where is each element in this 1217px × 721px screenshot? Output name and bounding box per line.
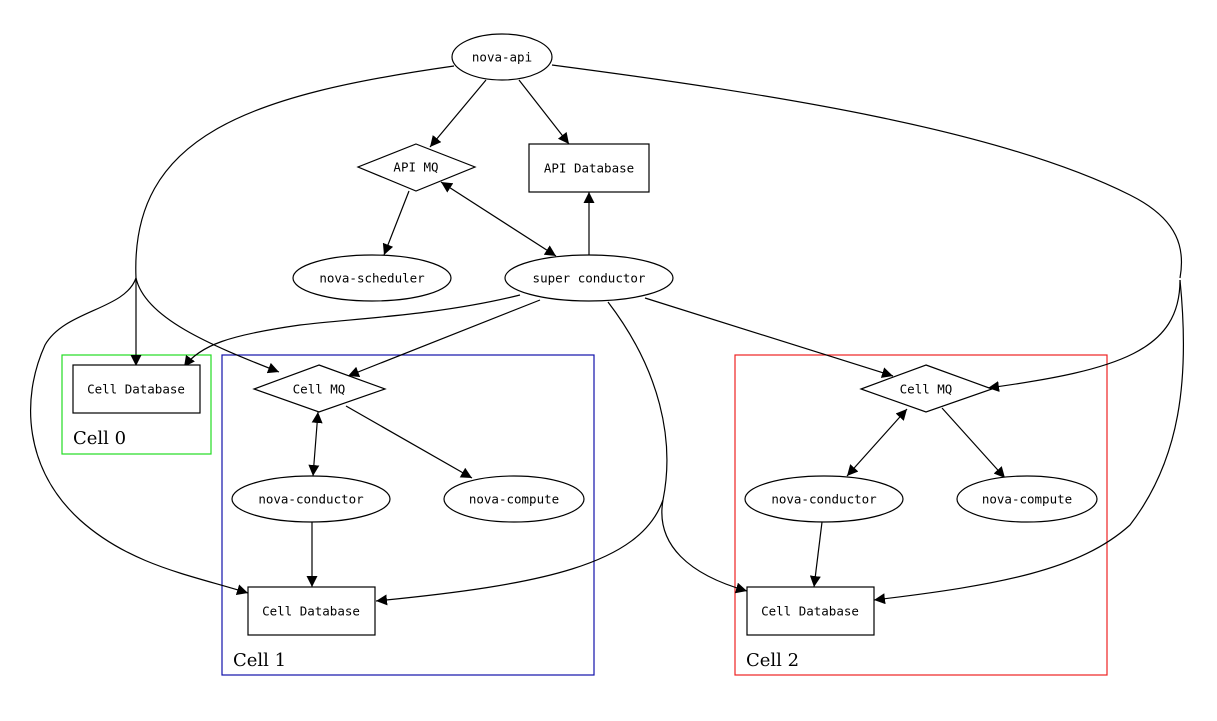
node-nova-api: nova-api [451,33,553,81]
cell-2-label: Cell 2 [746,650,799,671]
edge-cell1-mq-to-compute [345,405,473,479]
cluster-cell-1: Cell 1 [221,354,595,676]
cell2-conductor-label: nova-conductor [771,492,877,507]
edge-api-to-cell2-mq [987,279,1181,392]
node-cell1-conductor: nova-conductor [231,475,391,523]
node-super-conductor: super conductor [504,254,674,302]
node-cell1-compute: nova-compute [443,475,585,523]
cell1-database-label: Cell Database [262,604,360,619]
node-api-database: API Database [528,143,650,193]
node-cell2-compute: nova-compute [956,475,1098,523]
edge-super-conductor-to-cell2-mq [644,297,894,378]
edge-api-to-cell2-database [873,279,1185,605]
cell1-mq-label: Cell MQ [293,382,346,397]
edge-super-conductor-to-cell1-mq [347,299,541,378]
cell2-mq-label: Cell MQ [900,382,953,397]
cell2-database-label: Cell Database [761,604,859,619]
cell1-compute-label: nova-compute [469,492,559,507]
cell-0-label: Cell 0 [73,428,126,449]
edge-api-right-trunk [551,64,1183,279]
cell-1-border [221,354,595,676]
edge-cell1-mq-conductor [308,411,323,477]
cluster-cell-2: Cell 2 [734,354,1108,676]
edge-cell2-mq-conductor [846,408,908,477]
edge-super-conductor-to-cell1-database [375,499,664,606]
edges [30,64,1185,606]
node-cell2-mq: Cell MQ [859,364,994,413]
super-conductor-label: super conductor [533,271,646,286]
edge-cell2-conductor-to-database [809,521,823,588]
cell0-database-label: Cell Database [87,382,185,397]
node-cell2-conductor: nova-conductor [744,475,904,523]
edge-super-conductor-to-cell2-database [661,499,748,594]
cell2-compute-label: nova-compute [982,492,1072,507]
api-mq-label: API MQ [393,160,438,175]
edge-super-conductor-trunk [607,301,668,501]
cell-2-border [734,354,1108,676]
nova-api-label: nova-api [472,50,532,65]
node-cell1-mq: Cell MQ [252,364,387,413]
node-nova-scheduler: nova-scheduler [292,254,452,302]
edge-api-to-cell1-database [30,277,249,595]
edge-api-left-trunk [135,65,455,279]
edge-super-conductor-to-cell0-database [183,294,521,368]
node-cell0-database: Cell Database [72,364,201,414]
node-api-mq: API MQ [356,143,477,192]
edge-api-mq-to-scheduler [382,190,410,256]
cell-1-label: Cell 1 [233,650,286,671]
nova-scheduler-label: nova-scheduler [319,271,425,286]
edge-api-to-cell1-mq [135,277,280,374]
node-cell2-database: Cell Database [746,586,875,636]
api-database-label: API Database [544,161,634,176]
cell1-conductor-label: nova-conductor [258,492,364,507]
node-cell1-database: Cell Database [247,586,376,636]
edge-api-mq-super-conductor [440,181,557,257]
edge-api-to-api-mq [429,79,487,148]
edge-api-to-api-database [518,79,570,145]
edge-cell2-mq-to-compute [941,407,1006,479]
